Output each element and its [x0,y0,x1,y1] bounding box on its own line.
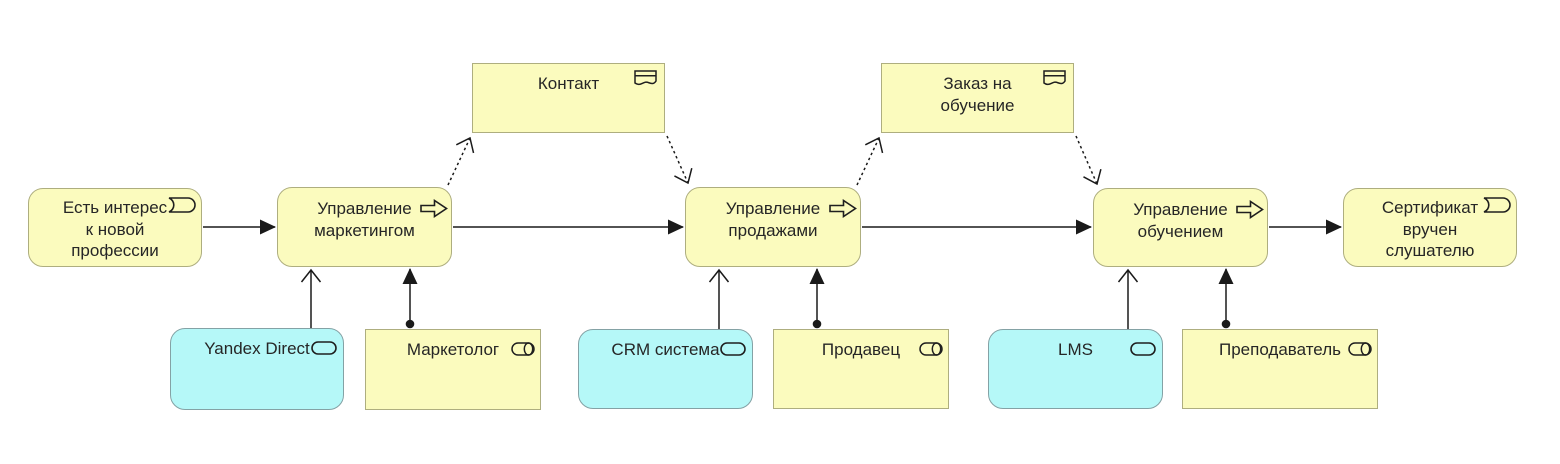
business-object-icon [634,70,657,88]
node-business-event-interest[interactable]: Есть интерес к новой профессии [28,188,202,267]
node-label: Управление маркетингом [314,199,415,240]
node-business-object-order[interactable]: Заказ на обучение [881,63,1074,133]
business-process-icon [420,199,448,218]
node-business-role-marketer[interactable]: Маркетолог [365,329,541,410]
node-label: LMS [1058,340,1093,359]
edge-access-sales-order[interactable] [856,136,884,186]
node-business-object-contact[interactable]: Контакт [472,63,665,133]
business-role-icon [919,342,943,356]
node-business-event-certificate[interactable]: Сертификат вручен слушателю [1343,188,1517,267]
node-label: Yandex Direct [204,339,310,358]
node-label: CRM система [611,340,720,359]
business-object-icon [1043,70,1066,88]
business-process-icon [829,199,857,218]
application-service-icon [720,342,746,356]
node-application-service-yandex-direct[interactable]: Yandex Direct [170,328,344,410]
node-label: Преподаватель [1219,340,1341,359]
node-label: Маркетолог [406,340,500,359]
node-label: Заказ на обучение [940,74,1015,115]
node-business-process-sales[interactable]: Управление продажами [685,187,861,267]
node-label: Продавец [821,340,901,359]
node-label: Есть интерес к новой профессии [62,198,168,260]
application-service-icon [1130,342,1156,356]
edge-access-marketing-contact[interactable] [447,136,475,186]
node-label: Контакт [537,74,600,93]
edge-access-contact-sales[interactable] [666,135,693,185]
business-event-icon [1483,197,1512,213]
node-business-process-education[interactable]: Управление обучением [1093,188,1268,267]
node-business-role-seller[interactable]: Продавец [773,329,949,409]
business-role-icon [511,342,535,356]
node-application-service-lms[interactable]: LMS [988,329,1163,409]
business-process-icon [1236,200,1264,219]
node-label: Управление продажами [725,199,821,240]
business-role-icon [1348,342,1372,356]
edge-access-order-education[interactable] [1075,135,1102,186]
node-business-process-marketing[interactable]: Управление маркетингом [277,187,452,267]
node-business-role-teacher[interactable]: Преподаватель [1182,329,1378,409]
application-service-icon [311,341,337,355]
business-event-icon [168,197,197,213]
node-label: Сертификат вручен слушателю [1381,198,1479,260]
node-label: Управление обучением [1133,200,1228,241]
node-application-service-crm[interactable]: CRM система [578,329,753,409]
